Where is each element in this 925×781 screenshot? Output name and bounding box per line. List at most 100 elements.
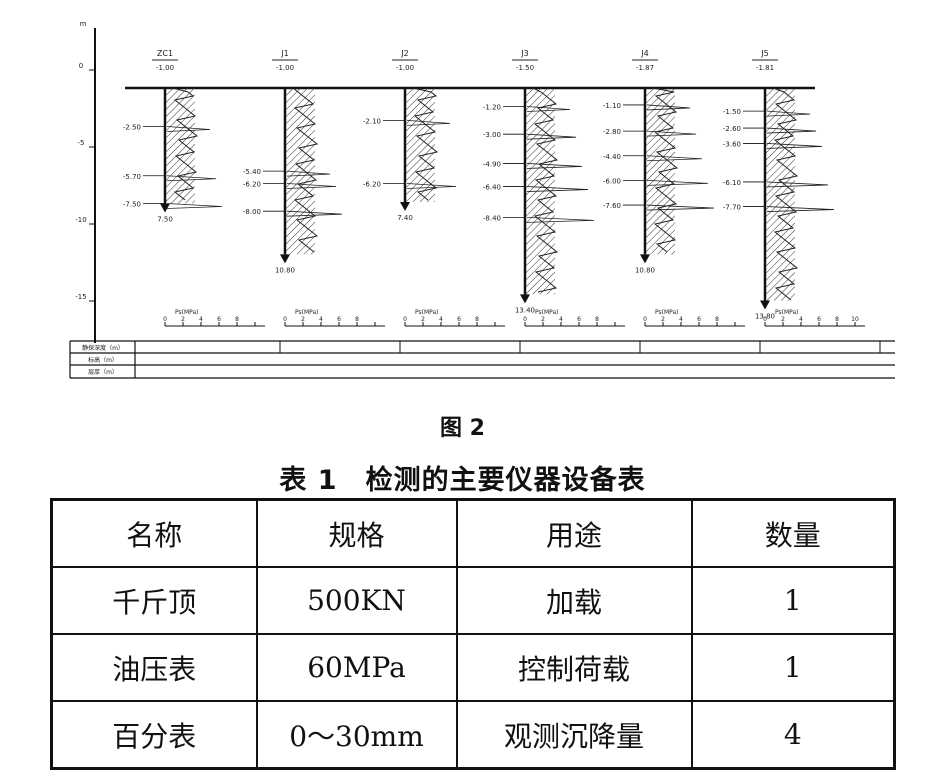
ps-spike <box>166 126 211 132</box>
ps-spike <box>526 216 595 223</box>
layer-boundary-label: -3.00 <box>483 131 501 139</box>
ps-scale-tick-label: 0 <box>643 316 647 323</box>
probe-id: ZC1 <box>157 49 173 58</box>
ps-scale-tick-label: 4 <box>559 316 563 323</box>
ps-scale-tick-label: 6 <box>337 316 341 323</box>
layer-boundary-label: -2.80 <box>603 128 621 136</box>
probe-elevation: -1.50 <box>516 64 534 72</box>
layer-boundary-label: -4.90 <box>483 160 501 168</box>
ps-scale-label: Ps(MPa) <box>655 309 679 316</box>
probe-elevation: -1.87 <box>636 64 654 72</box>
ps-curve <box>772 87 799 301</box>
ps-curve <box>532 87 559 293</box>
table-cell: 0～30mm <box>255 700 458 770</box>
ps-spike <box>646 204 715 211</box>
ps-spike <box>286 183 337 189</box>
probe-id: J5 <box>760 49 768 58</box>
ps-scale-tick-label: 6 <box>577 316 581 323</box>
ps-curve <box>292 87 319 253</box>
ps-scale-label: Ps(MPa) <box>415 309 439 316</box>
ps-spike <box>646 180 709 186</box>
ps-spike <box>766 181 829 188</box>
layer-boundary-label: -3.60 <box>723 140 741 148</box>
layer-boundary-label: -6.40 <box>483 184 501 192</box>
table-cell: 观测沉降量 <box>455 700 693 770</box>
depth-tick-label: -10 <box>75 216 86 224</box>
layer-boundary-label: -6.20 <box>243 180 261 188</box>
ps-spike <box>646 104 691 111</box>
depth-axis-unit: m <box>80 20 87 28</box>
table-cell: 1 <box>690 566 896 635</box>
info-row-label: 层厚（m） <box>88 369 118 376</box>
ps-spike <box>406 119 451 126</box>
ps-scale-tick-label: 8 <box>715 316 719 323</box>
layer-boundary-label: -8.40 <box>483 214 501 222</box>
ps-curve <box>412 87 439 201</box>
layer-boundary-label: -4.40 <box>603 153 621 161</box>
layer-boundary-label: -2.60 <box>723 125 741 133</box>
probe-arrow <box>280 254 290 264</box>
probe-bottom-depth: 7.40 <box>397 214 413 222</box>
layer-boundary-label: -1.10 <box>603 102 621 110</box>
probe-elevation: -1.00 <box>276 64 294 72</box>
probe-id: J4 <box>640 49 648 58</box>
layer-boundary-label: -7.50 <box>123 201 141 209</box>
probe-bottom-depth: 10.80 <box>635 266 655 274</box>
table-cell: 4 <box>690 700 896 770</box>
probe-arrow <box>160 203 170 213</box>
table-row: 油压表 60MPa 控制荷载 1 <box>50 633 896 702</box>
ps-scale-tick-label: 8 <box>475 316 479 323</box>
table-cell: 1 <box>690 633 896 702</box>
probe-bottom-depth: 13.80 <box>755 313 775 321</box>
header-cell: 数量 <box>690 498 896 568</box>
ps-spike <box>766 143 823 149</box>
ps-spike <box>646 155 703 162</box>
probe-arrow <box>640 254 650 264</box>
layer-boundary-label: -1.20 <box>483 103 501 111</box>
ps-scale-label: Ps(MPa) <box>775 309 799 316</box>
ps-spike <box>406 183 457 189</box>
ps-scale-tick-label: 10 <box>851 316 859 323</box>
ps-scale-tick-label: 4 <box>439 316 443 323</box>
ps-scale-tick-label: 6 <box>457 316 461 323</box>
layer-boundary-label: -5.70 <box>123 173 141 181</box>
layer-boundary-label: -6.10 <box>723 179 741 187</box>
table-cell: 60MPa <box>255 633 458 702</box>
ps-scale-tick-label: 6 <box>217 316 221 323</box>
ps-scale-tick-label: 8 <box>595 316 599 323</box>
ps-scale-tick-label: 4 <box>679 316 683 323</box>
ps-spike <box>766 206 835 212</box>
ps-scale-tick-label: 6 <box>817 316 821 323</box>
info-row-label: 静探深度（m） <box>82 344 124 352</box>
layer-boundary-label: -7.70 <box>723 204 741 212</box>
ps-scale-tick-label: 2 <box>181 316 185 323</box>
ps-scale-tick-label: 2 <box>421 316 425 323</box>
layer-boundary-label: -7.60 <box>603 202 621 210</box>
ps-scale-tick-label: 4 <box>799 316 803 323</box>
ps-scale-tick-label: 0 <box>523 316 527 323</box>
ps-spike <box>646 130 697 137</box>
probe-elevation: -1.81 <box>756 64 774 72</box>
ps-spike <box>526 186 589 192</box>
table-title: 表 1 检测的主要仪器设备表 <box>279 465 646 496</box>
table-row: 千斤顶 500KN 加载 1 <box>50 566 896 635</box>
ps-scale-tick-label: 0 <box>163 316 167 323</box>
probe-hatch <box>165 88 195 204</box>
depth-tick-label: -5 <box>78 139 85 147</box>
ps-spike <box>526 106 571 112</box>
ps-scale-tick-label: 2 <box>541 316 545 323</box>
ps-spike <box>526 163 583 169</box>
probe-elevation: -1.00 <box>396 64 414 72</box>
ps-scale-label: Ps(MPa) <box>535 309 559 316</box>
ps-scale-tick-label: 0 <box>763 316 767 323</box>
layer-boundary-label: -6.00 <box>603 177 621 185</box>
ps-spike <box>766 127 817 134</box>
ps-scale-label: Ps(MPa) <box>295 309 319 316</box>
probe-bottom-depth: 10.80 <box>275 266 295 274</box>
table-cell: 加载 <box>455 566 693 635</box>
probe-hatch <box>765 88 795 301</box>
figure-caption: 图 2 <box>440 416 485 441</box>
ps-curve <box>172 87 199 201</box>
table-cell: 油压表 <box>50 633 258 702</box>
table-cell: 千斤顶 <box>50 566 258 635</box>
